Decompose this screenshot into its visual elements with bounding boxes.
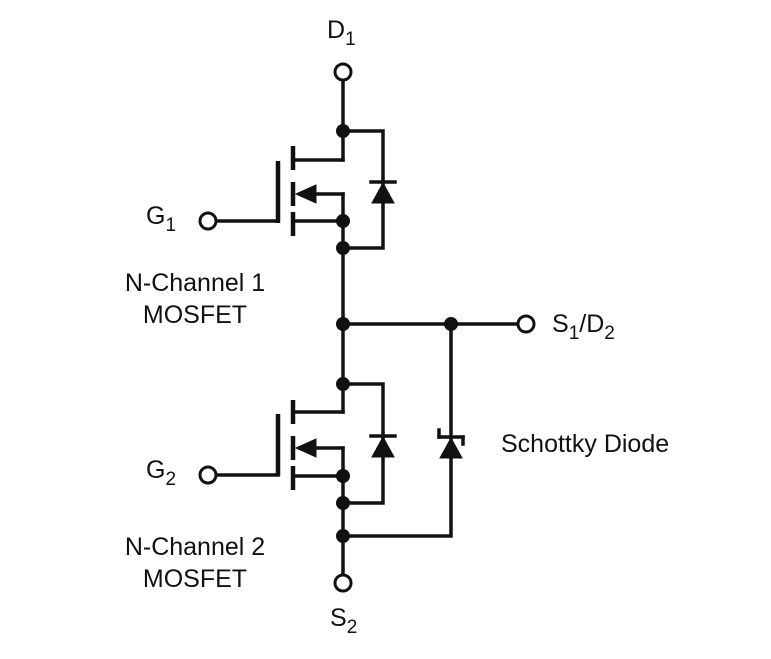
label-g2: G2 <box>146 456 176 490</box>
label-schottky: Schottky Diode <box>501 430 669 458</box>
mosfet-1-arrow <box>294 184 317 204</box>
label-mosfet1-line2: MOSFET <box>143 301 247 329</box>
mosfet-2-arrow <box>294 438 317 458</box>
output-node <box>336 317 520 331</box>
terminal-g1 <box>198 211 218 231</box>
mosfet-1-body-diode <box>371 181 395 204</box>
terminal-s2 <box>333 573 353 593</box>
label-g1: G1 <box>146 202 176 236</box>
label-mosfet2-line1: N-Channel 2 <box>125 533 265 561</box>
mosfet-1 <box>215 124 397 255</box>
label-mosfet1-line1: N-Channel 1 <box>125 269 265 297</box>
label-s1d2: S1/D2 <box>552 310 615 344</box>
schottky-diode <box>336 322 465 543</box>
mosfet-2-body-diode <box>371 435 395 458</box>
terminal-s1d2 <box>516 314 536 334</box>
label-s2: S2 <box>330 604 357 638</box>
label-mosfet2-line2: MOSFET <box>143 565 247 593</box>
label-d1: D1 <box>327 16 356 50</box>
mosfet-2 <box>215 377 397 510</box>
terminal-g2 <box>198 465 218 485</box>
terminal-d1 <box>333 62 353 82</box>
